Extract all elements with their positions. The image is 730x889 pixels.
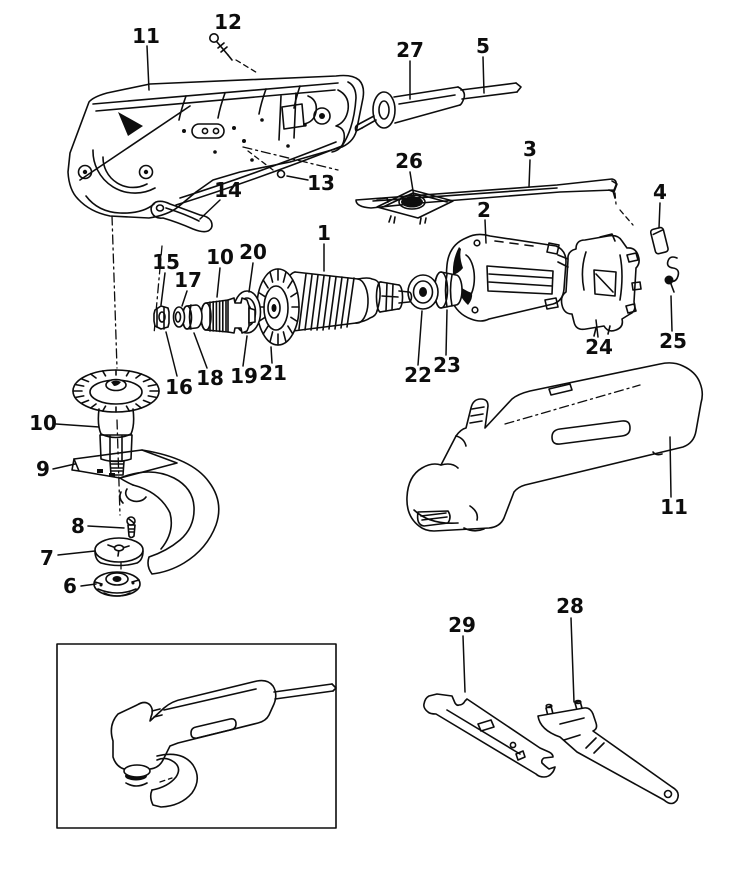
callout-6-nut: 6 bbox=[63, 574, 77, 598]
leader-16-spacer bbox=[165, 331, 178, 377]
callout-16-spacer: 16 bbox=[165, 375, 193, 399]
callout-9-guard: 9 bbox=[36, 457, 50, 481]
spindle-gear-10 bbox=[72, 369, 160, 476]
leader-22-bearing bbox=[417, 310, 423, 366]
callout-3-bar: 3 bbox=[523, 137, 537, 161]
cord-5 bbox=[460, 82, 522, 100]
leader-11-right-housing bbox=[669, 436, 672, 498]
callout-21-fan: 21 bbox=[259, 361, 287, 385]
spacer-16-18 bbox=[181, 304, 203, 330]
leader-2-field bbox=[484, 219, 487, 244]
leader-21-fan bbox=[270, 346, 273, 364]
callout-5-cord: 5 bbox=[476, 34, 490, 58]
cord-protector-27 bbox=[354, 86, 466, 132]
callout-4-brush: 4 bbox=[653, 180, 667, 204]
callout-28-pin-wrench: 28 bbox=[556, 594, 584, 618]
leader-19-bearing bbox=[242, 335, 248, 367]
callout-23-sleeve: 23 bbox=[433, 353, 461, 377]
leader-11-left-housing bbox=[146, 45, 150, 91]
gear-housing-left bbox=[67, 74, 365, 219]
callout-22-bearing: 22 bbox=[404, 363, 432, 387]
pin-wrench-28 bbox=[537, 699, 679, 805]
sleeve-23 bbox=[433, 271, 463, 309]
bar-3 bbox=[355, 178, 634, 226]
callout-13-ball: 13 bbox=[307, 171, 335, 195]
callout-14-lever: 14 bbox=[214, 178, 242, 202]
callout-29-wrench: 29 bbox=[448, 613, 476, 637]
leader-20-bearing bbox=[248, 262, 254, 293]
armature-1 bbox=[282, 271, 413, 332]
leader-5-cord bbox=[482, 56, 485, 94]
callout-11-left-housing: 11 bbox=[132, 24, 160, 48]
callout-24-brush-holder: 24 bbox=[585, 335, 613, 359]
field-2 bbox=[445, 233, 569, 322]
flange-7 bbox=[94, 537, 144, 567]
callout-19-bearing: 19 bbox=[230, 364, 258, 388]
leader-26-plate bbox=[409, 171, 415, 198]
callout-1-armature: 1 bbox=[317, 221, 331, 245]
leader-17-washer bbox=[181, 290, 188, 307]
callout-26-plate: 26 bbox=[395, 149, 423, 173]
leader-6-nut bbox=[80, 583, 97, 587]
leader-10-pinion bbox=[216, 267, 221, 298]
callout-15-nut: 15 bbox=[152, 250, 180, 274]
leader-25-clip bbox=[670, 295, 673, 332]
inset-border bbox=[56, 643, 337, 829]
wrench-29 bbox=[423, 693, 556, 778]
callout-12-screw: 12 bbox=[214, 10, 242, 34]
callout-11-right-housing: 11 bbox=[660, 495, 688, 519]
callout-17-washer: 17 bbox=[174, 268, 202, 292]
brush-holder-24 bbox=[560, 233, 642, 337]
carbon-brush-4 bbox=[649, 226, 669, 255]
ball-13 bbox=[247, 150, 286, 179]
callout-18-washer: 18 bbox=[196, 366, 224, 390]
bearing-22 bbox=[407, 274, 439, 310]
callout-2-field: 2 bbox=[477, 198, 491, 222]
callout-8-screw: 8 bbox=[71, 514, 85, 538]
leader-13-ball bbox=[286, 175, 309, 181]
assembled-tool-inset bbox=[56, 643, 337, 829]
callout-20-bearing: 20 bbox=[239, 240, 267, 264]
nut-15 bbox=[153, 305, 170, 330]
leader-15-nut bbox=[160, 272, 166, 306]
callout-10-spindle: 10 bbox=[29, 411, 57, 435]
clamp-nut-6 bbox=[93, 571, 141, 597]
leader-8-screw bbox=[87, 525, 125, 529]
spring-clip-25 bbox=[664, 256, 680, 293]
lock-lever-14 bbox=[150, 200, 213, 233]
callout-10-pinion: 10 bbox=[206, 245, 234, 269]
motor-housing-right bbox=[406, 362, 704, 532]
screw-12 bbox=[209, 32, 260, 75]
guard-9 bbox=[71, 449, 220, 575]
leader-24-brush-holder bbox=[595, 319, 599, 338]
leader-29-wrench bbox=[462, 635, 466, 693]
washer-17 bbox=[172, 306, 186, 328]
callout-7-flange: 7 bbox=[40, 546, 54, 570]
leader-3-bar bbox=[528, 159, 531, 188]
pinion-10 bbox=[200, 297, 256, 334]
leader-7-flange bbox=[57, 550, 96, 556]
leader-4-brush bbox=[658, 202, 661, 229]
leader-14-lever bbox=[199, 199, 221, 220]
leader-18-washer bbox=[193, 332, 208, 369]
screw-8 bbox=[126, 516, 136, 539]
leader-28-pin-wrench bbox=[570, 617, 575, 703]
leader-10-spindle bbox=[55, 423, 100, 428]
leader-23-sleeve bbox=[445, 309, 448, 356]
callout-27-handle: 27 bbox=[396, 38, 424, 62]
callout-25-clip: 25 bbox=[659, 329, 687, 353]
fan-21 bbox=[256, 268, 300, 346]
leader-9-guard bbox=[52, 463, 76, 470]
